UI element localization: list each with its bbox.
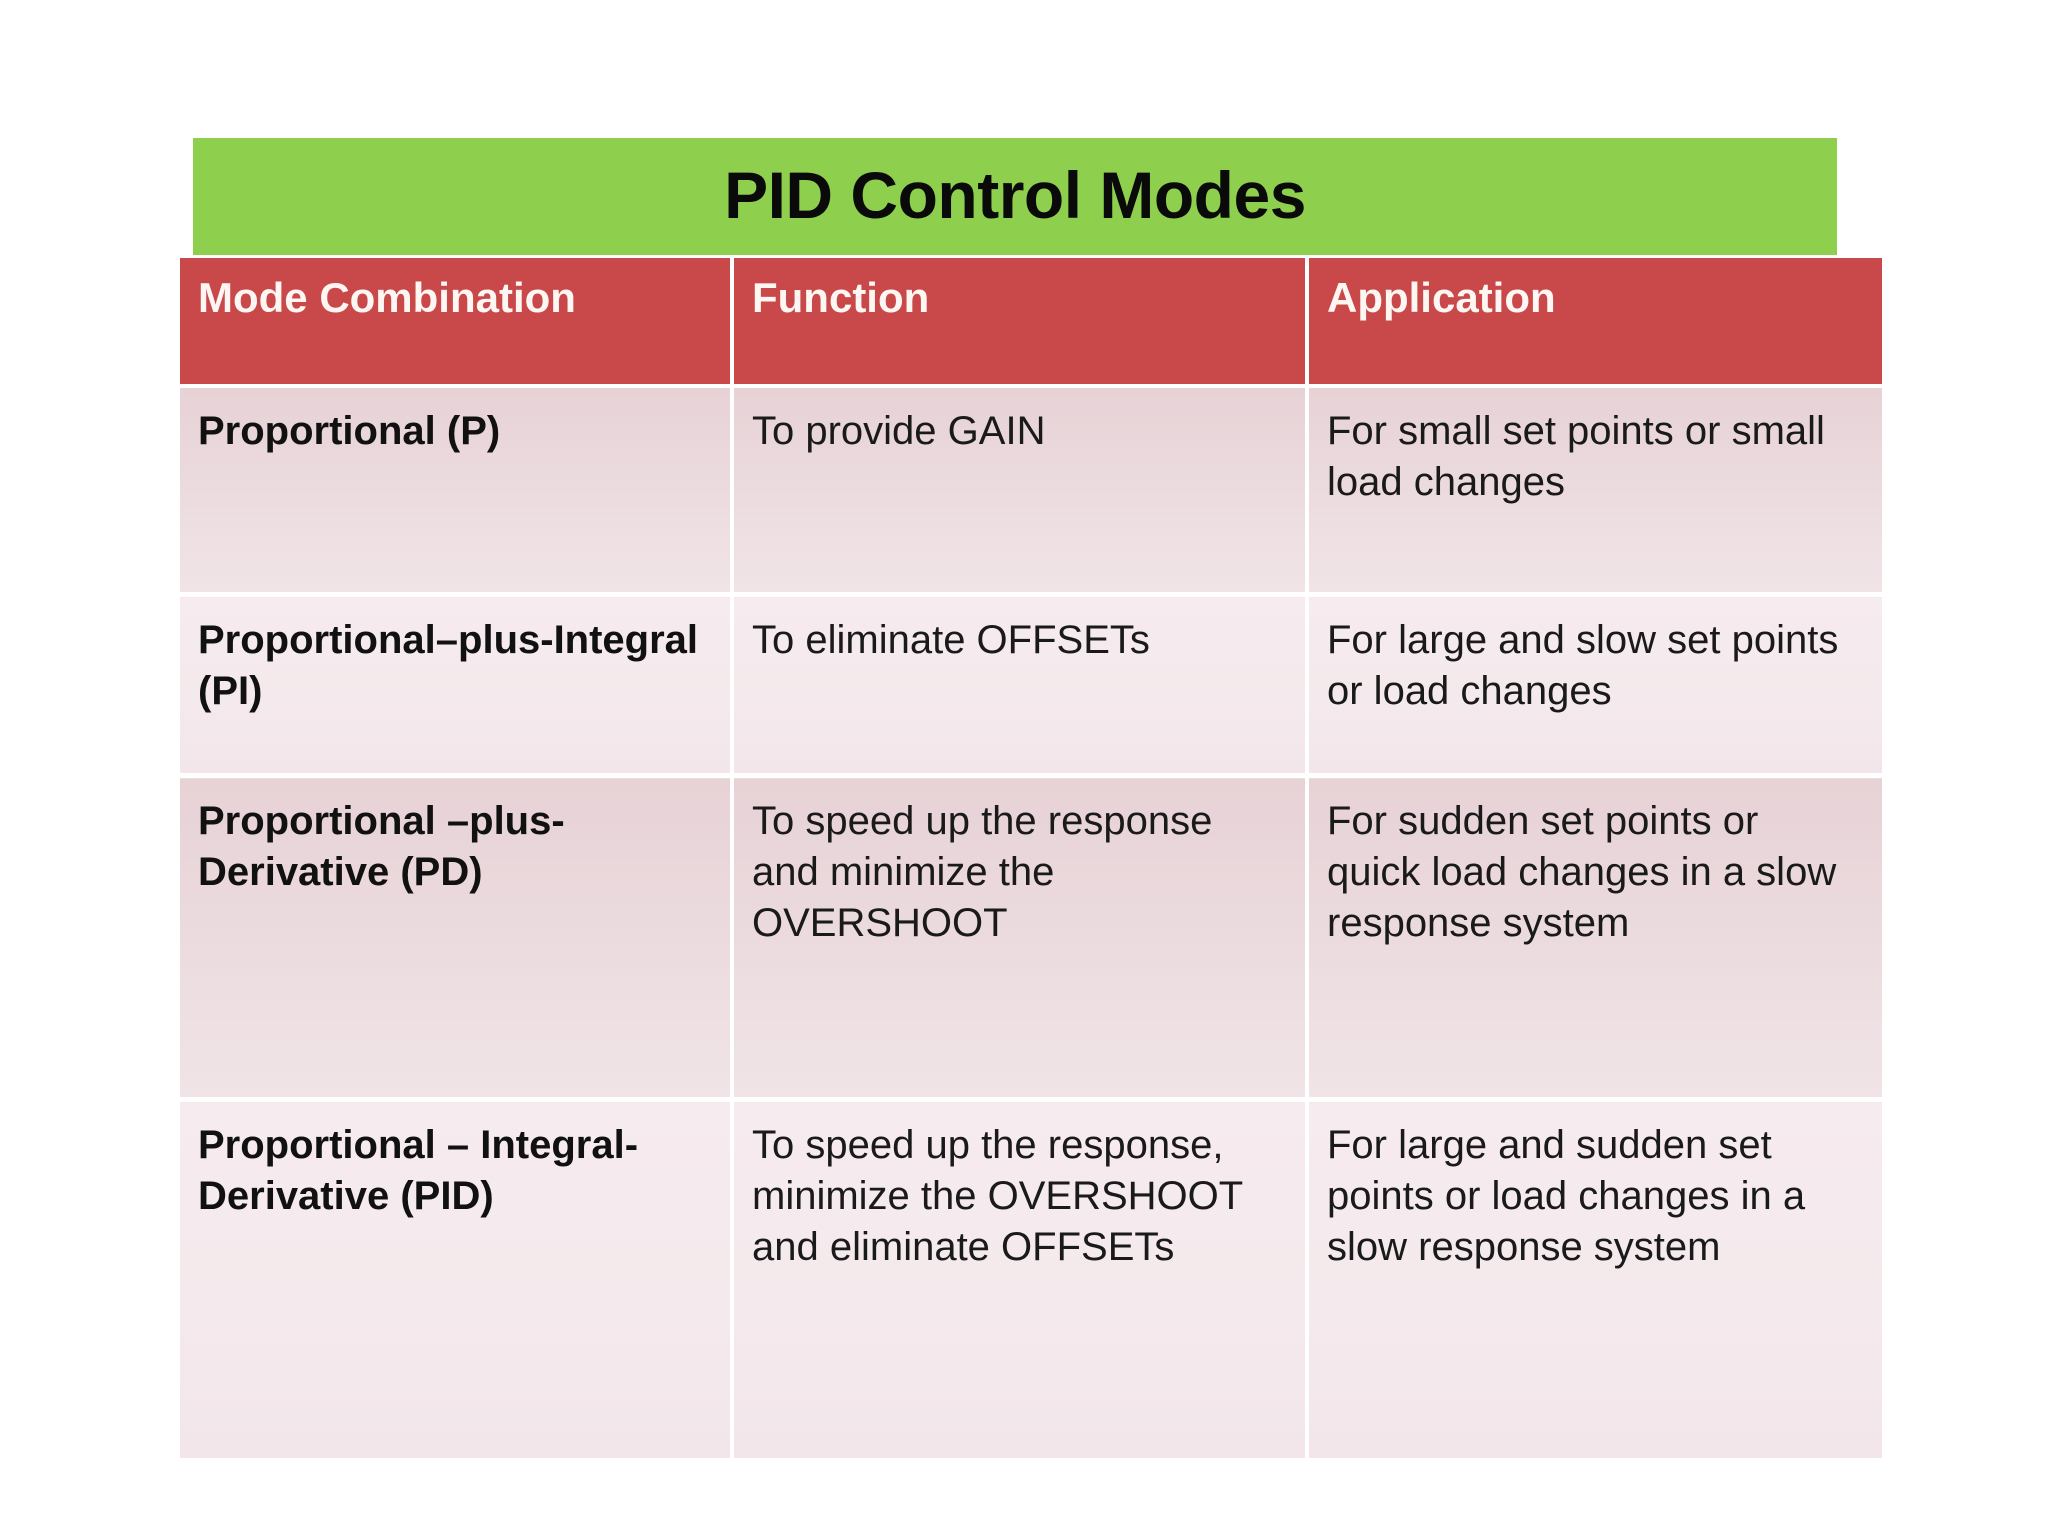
column-header-mode-combination: Mode Combination (180, 258, 734, 388)
cell-function: To speed up the response and minimize th… (732, 775, 1309, 1102)
table-header-row: Mode Combination Function Application (180, 258, 1882, 388)
page-title: PID Control Modes (724, 157, 1306, 232)
title-banner: PID Control Modes (193, 138, 1837, 255)
cell-application: For sudden set points or quick load chan… (1307, 775, 1882, 1102)
cell-application: For large and slow set points or load ch… (1307, 594, 1882, 778)
cell-mode-combination: Proportional – Integral-Derivative (PID) (180, 1099, 734, 1463)
table-row: Proportional (P) To provide GAIN For sma… (180, 386, 1882, 597)
column-header-application: Application (1307, 258, 1882, 388)
cell-mode-combination: Proportional –plus-Derivative (PD) (180, 775, 734, 1102)
cell-application: For large and sudden set points or load … (1307, 1099, 1882, 1463)
table-row: Proportional – Integral-Derivative (PID)… (180, 1099, 1882, 1463)
table-row: Proportional–plus-Integral (PI) To elimi… (180, 594, 1882, 778)
cell-function: To speed up the response, minimize the O… (732, 1099, 1309, 1463)
pid-control-modes-table: Mode Combination Function Application Pr… (180, 258, 1882, 1463)
cell-mode-combination: Proportional (P) (180, 386, 734, 597)
column-header-function: Function (732, 258, 1309, 388)
table-row: Proportional –plus-Derivative (PD) To sp… (180, 775, 1882, 1102)
cell-mode-combination: Proportional–plus-Integral (PI) (180, 594, 734, 778)
cell-function: To provide GAIN (732, 386, 1309, 597)
cell-function: To eliminate OFFSETs (732, 594, 1309, 778)
cell-application: For small set points or small load chang… (1307, 386, 1882, 597)
